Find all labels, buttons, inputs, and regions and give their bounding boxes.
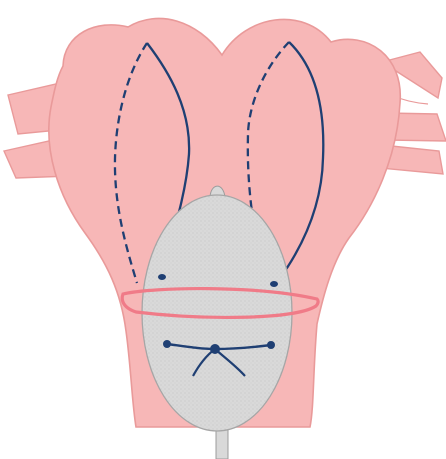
left-knot xyxy=(158,274,166,280)
right-knot xyxy=(270,281,278,287)
balloon-catheter xyxy=(142,195,292,431)
